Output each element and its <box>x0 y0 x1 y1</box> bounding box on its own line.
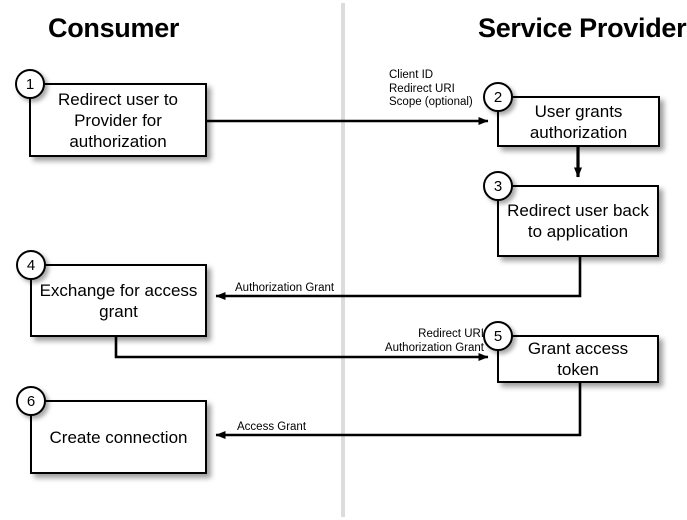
node-3-number: 3 <box>493 177 503 195</box>
node-6-number: 6 <box>26 392 36 410</box>
node-1-number: 1 <box>25 75 35 93</box>
edge-5-to-6 <box>215 383 582 439</box>
node-2-number: 2 <box>493 88 503 106</box>
node-1-label: Redirect user to Provider for authorizat… <box>58 89 178 151</box>
node-6-label: Create connection <box>49 427 188 447</box>
node-1[interactable]: Redirect user to Provider for authorizat… <box>29 83 207 157</box>
node-4[interactable]: Exchange for access grant <box>30 264 207 337</box>
edge-3-to-4 <box>215 257 582 300</box>
node-2[interactable]: User grants authorization <box>497 96 660 147</box>
node-6-badge: 6 <box>16 386 46 416</box>
node-4-number: 4 <box>26 256 36 274</box>
lane-title-provider: Service Provider <box>478 13 687 43</box>
edge-4-to-5 <box>114 337 489 361</box>
node-4-label: Exchange for access grant <box>39 280 198 321</box>
lane-divider <box>341 3 345 517</box>
lane-title-consumer: Consumer <box>48 13 180 43</box>
node-1-badge: 1 <box>15 69 45 99</box>
edge-label-4-to-5: Redirect URI Authorization Grant <box>384 328 484 354</box>
node-4-badge: 4 <box>16 250 46 280</box>
node-6[interactable]: Create connection <box>30 400 207 474</box>
node-5-badge: 5 <box>483 321 513 351</box>
node-3-label: Redirect user back to application <box>507 201 649 241</box>
node-5-label: Grant access token <box>527 339 629 379</box>
node-2-badge: 2 <box>483 82 513 112</box>
edge-label-1-to-2: Client ID Redirect URI Scope (optional) <box>389 69 473 108</box>
node-3[interactable]: Redirect user back to application <box>497 185 659 257</box>
node-5[interactable]: Grant access token <box>497 335 659 383</box>
node-5-number: 5 <box>493 327 503 345</box>
node-3-badge: 3 <box>483 171 513 201</box>
node-2-label: User grants authorization <box>529 101 628 142</box>
edge-label-5-to-6: Access Grant <box>237 421 307 433</box>
edge-label-3-to-4: Authorization Grant <box>235 282 335 294</box>
